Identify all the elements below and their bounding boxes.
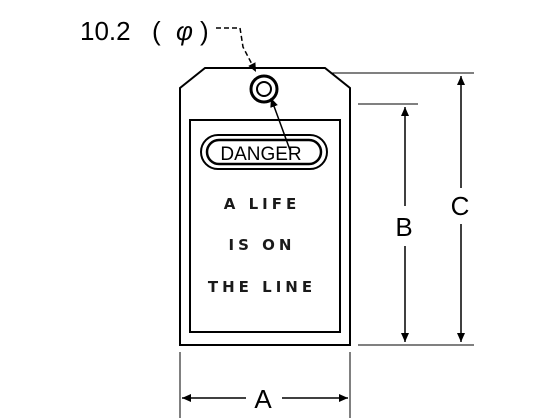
danger-oval-inner <box>205 138 323 166</box>
danger-oval-outer <box>200 134 328 170</box>
hole-inner-leader <box>270 97 291 151</box>
danger-header-text: DANGER <box>220 144 301 165</box>
tag-inner-frame <box>189 119 341 333</box>
tag-outline <box>179 67 351 346</box>
tag-line-2: IS ON <box>229 236 296 254</box>
grommet-outer <box>249 74 279 104</box>
hole-leader-line <box>216 27 257 73</box>
hole-paren-open: ( <box>152 16 161 46</box>
dim-c-label: C <box>451 191 470 221</box>
hole-diameter-value: 10.2 <box>80 16 131 46</box>
hole-paren-close: ) <box>200 16 209 46</box>
tag-line-3: THE LINE <box>208 278 316 296</box>
dim-b-label: B <box>395 212 412 242</box>
diameter-symbol: φ <box>176 16 193 46</box>
grommet-inner <box>256 81 272 97</box>
dim-a-label: A <box>254 384 272 414</box>
tag-line-1: A LIFE <box>224 195 300 213</box>
hole-diameter-label: 10.2 ( φ ) <box>80 16 209 46</box>
